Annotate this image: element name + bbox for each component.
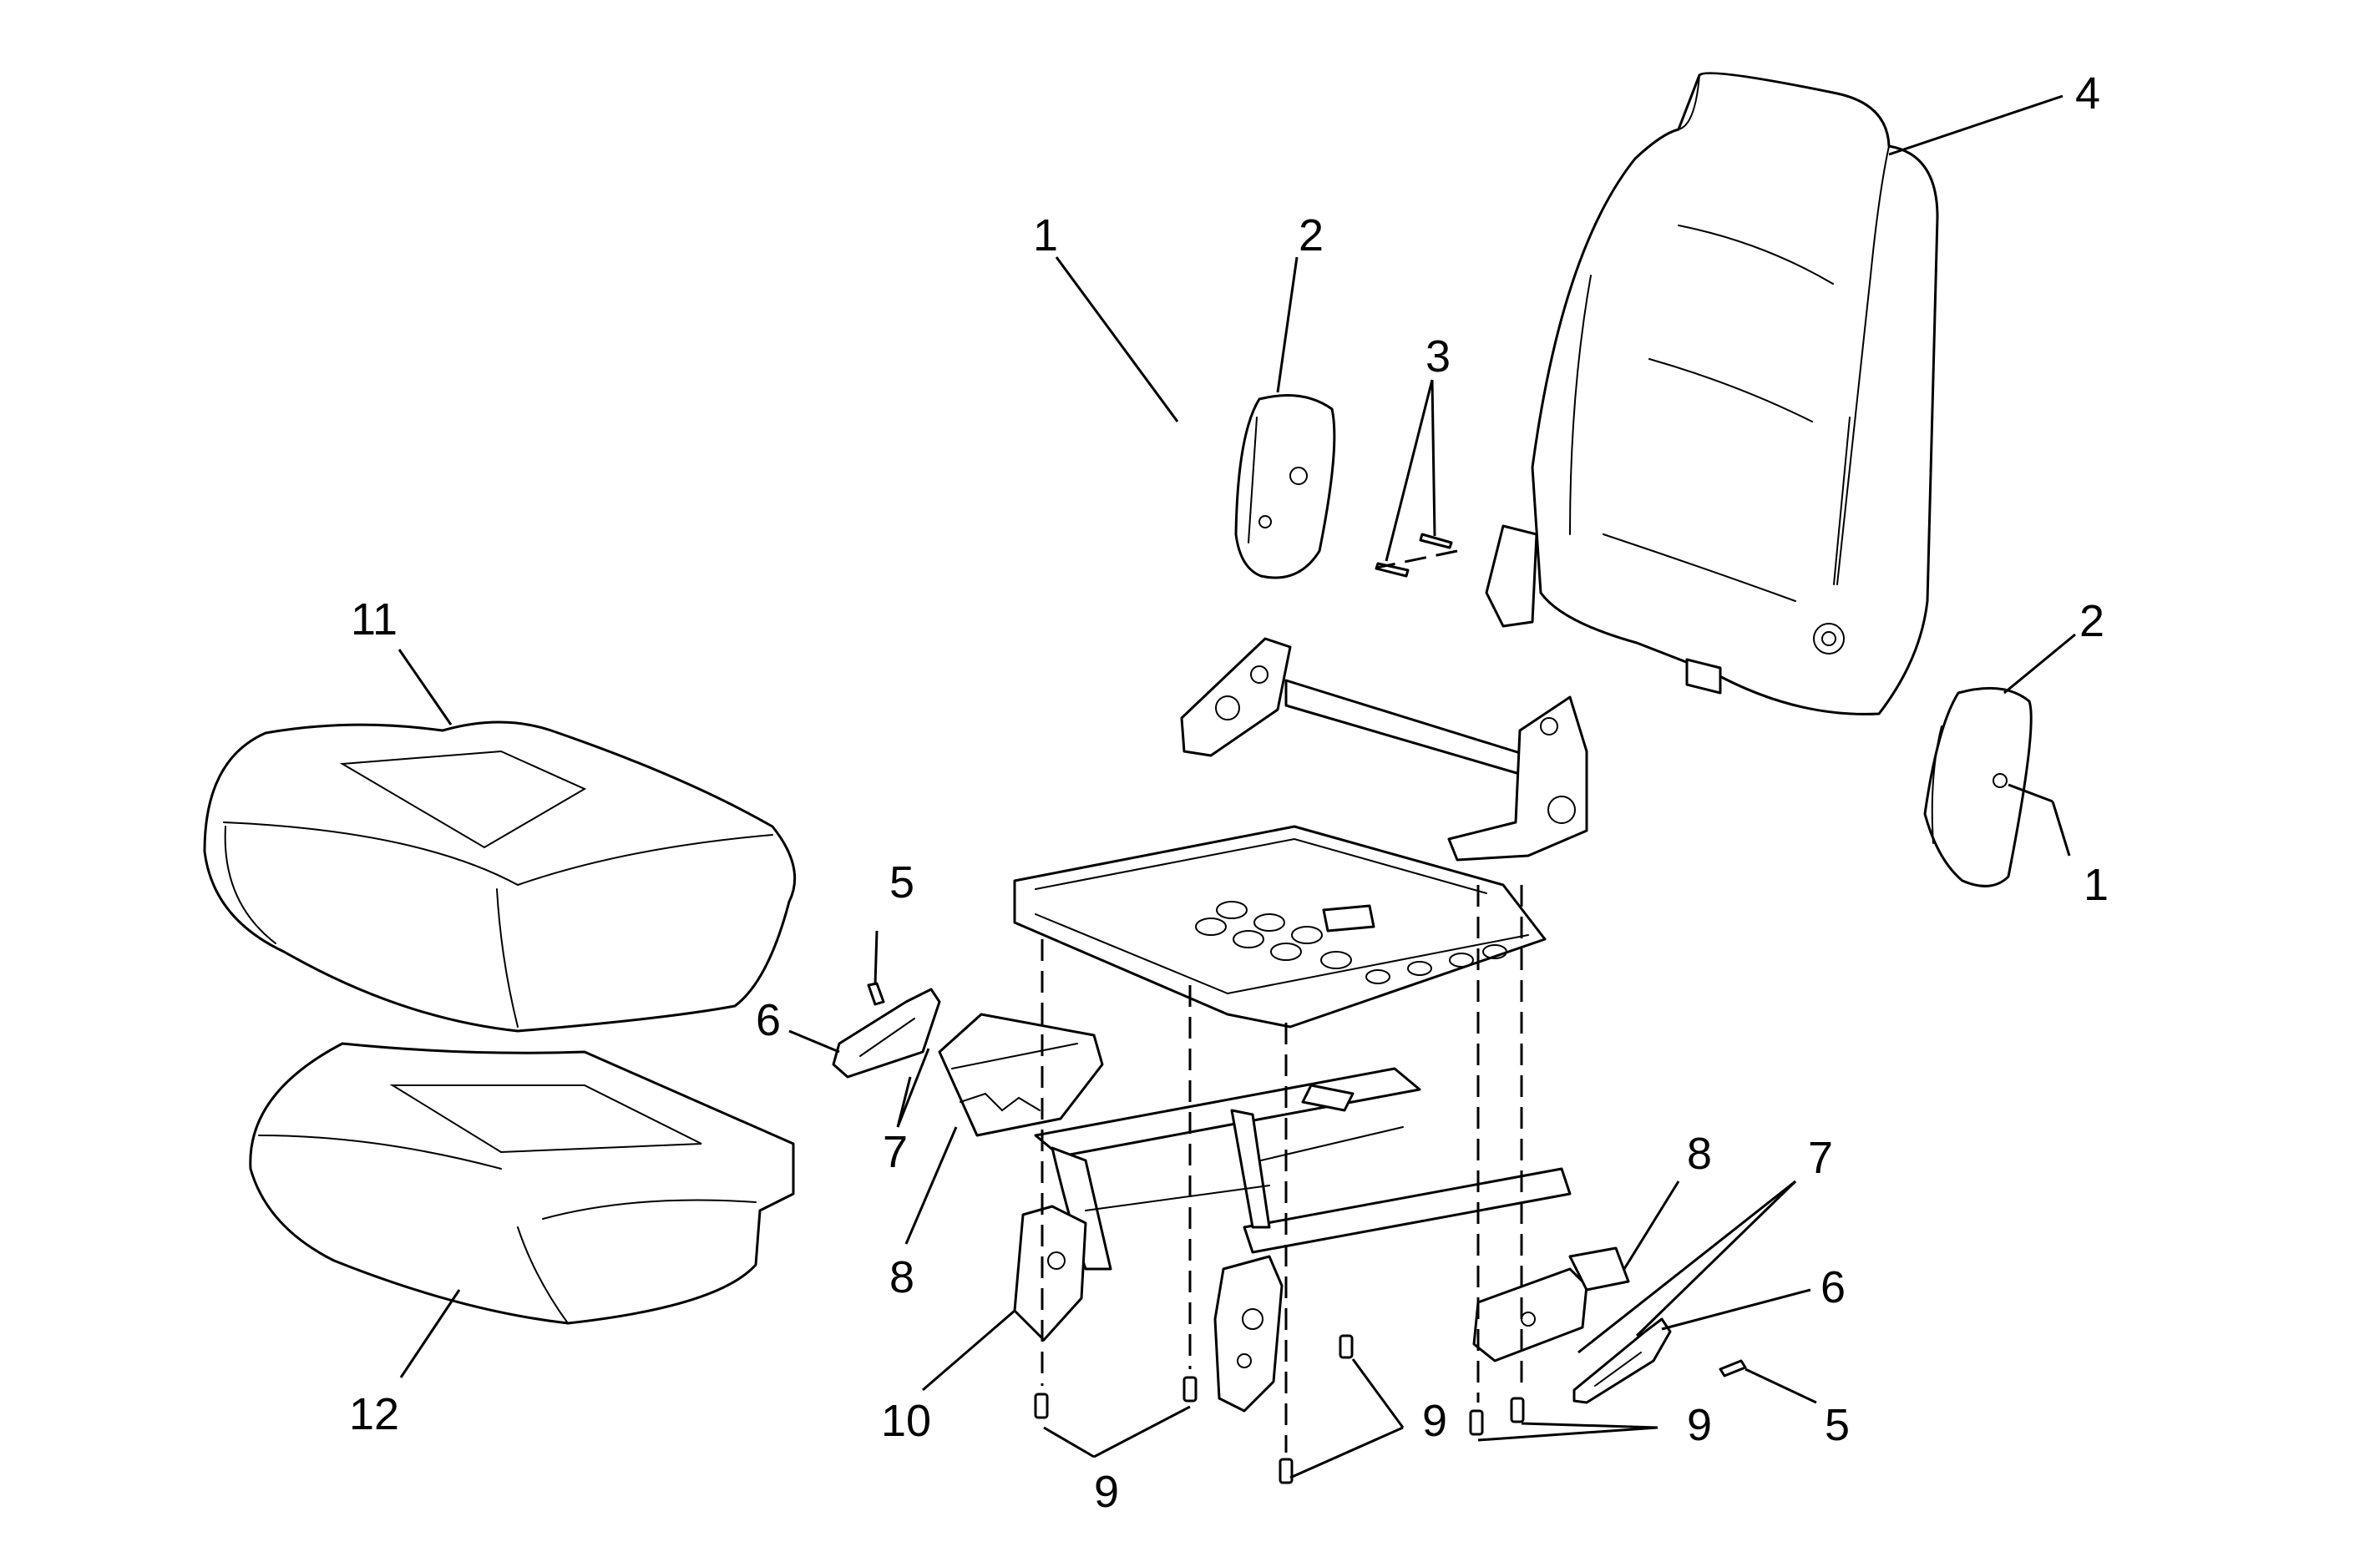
seat-pan <box>1013 825 1547 1029</box>
callout-10: 10 <box>881 1396 931 1446</box>
callout-7-right: 7 <box>1808 1133 1833 1183</box>
callout-4: 4 <box>2075 68 2100 119</box>
callout-labels: 1 2 3 4 2 1 11 5 6 7 8 12 10 9 9 9 8 7 6… <box>349 68 2109 1517</box>
seat-cushion <box>203 720 797 1033</box>
callout-9-left: 9 <box>1094 1467 1119 1517</box>
seat-back <box>1485 72 1939 715</box>
callout-1-top: 1 <box>1033 210 1058 260</box>
seat-side-bracket <box>1013 1205 1284 1413</box>
callout-8-left: 8 <box>889 1252 914 1302</box>
callout-9-right: 9 <box>1687 1400 1712 1450</box>
callout-3: 3 <box>1425 331 1451 382</box>
adjuster-handle-left <box>832 988 941 1079</box>
adjuster-handle-right <box>1572 1317 1672 1404</box>
callout-5-right: 5 <box>1825 1400 1850 1450</box>
bracket-right <box>1472 1246 1630 1362</box>
bracket-left <box>938 1013 1104 1137</box>
mounting-bolts <box>1034 1334 1525 1484</box>
callout-6-right: 6 <box>1820 1262 1846 1312</box>
callout-6-left: 6 <box>756 995 781 1045</box>
seat-cushion-pad <box>249 1042 795 1325</box>
callout-2-top: 2 <box>1299 210 1324 260</box>
alignment-lines <box>1041 549 1523 1453</box>
seat-adjuster-frame <box>1034 1067 1572 1271</box>
callout-2-right: 2 <box>2079 596 2104 646</box>
callout-8-right: 8 <box>1687 1129 1712 1179</box>
callout-1-right: 1 <box>2084 860 2109 910</box>
callout-5-left: 5 <box>889 857 914 907</box>
callout-12: 12 <box>349 1389 399 1439</box>
trim-cover-right <box>1923 686 2033 887</box>
trim-cover-left <box>1234 394 1336 579</box>
recliner-frame <box>1180 637 1588 862</box>
leader-lines <box>398 94 2076 1479</box>
callout-9-center: 9 <box>1422 1396 1447 1446</box>
callout-7-left: 7 <box>883 1127 908 1177</box>
callout-11: 11 <box>351 594 398 645</box>
